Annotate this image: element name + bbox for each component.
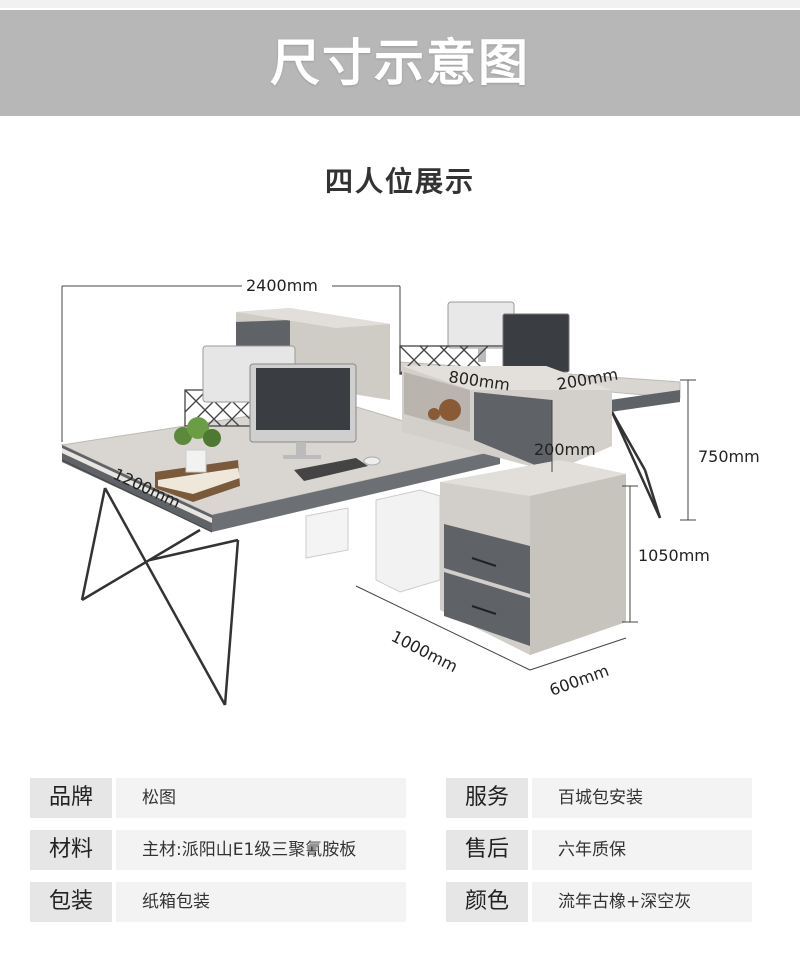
spec-key: 材料 (30, 830, 112, 870)
dim-2400: 2400mm (246, 276, 318, 295)
header-banner: 尺寸示意图 (0, 10, 800, 116)
dim-600: 600mm (547, 661, 611, 700)
spec-key: 售后 (446, 830, 528, 870)
spec-value: 六年质保 (532, 830, 752, 870)
plant-and-books (155, 417, 240, 502)
spec-value: 松图 (116, 778, 406, 818)
mouse (363, 456, 381, 466)
desk-illustration: 2400mm 800mm 200mm 200mm 750mm 1050mm 12… (60, 276, 760, 706)
spec-value: 百城包安装 (532, 778, 752, 818)
desk-legs-left (80, 487, 240, 706)
hutch-cabinet (402, 366, 612, 472)
dim-1000: 1000mm (388, 627, 461, 677)
spec-key: 服务 (446, 778, 528, 818)
monitor-back-right (447, 301, 515, 362)
dim-1050: 1050mm (638, 546, 710, 565)
top-line (0, 0, 800, 8)
spec-value: 纸箱包装 (116, 882, 406, 922)
monitor-front (202, 345, 357, 459)
spec-value: 主材:派阳山E1级三聚氰胺板 (116, 830, 406, 870)
keyboard (294, 458, 368, 481)
section-subtitle: 四人位展示 (324, 165, 475, 198)
pedestal-cabinet (440, 460, 626, 655)
dim-200-height: 200mm (534, 440, 596, 459)
page-title: 尺寸示意图 (270, 34, 530, 92)
dimension-lines (61, 285, 696, 671)
spec-key: 包装 (30, 882, 112, 922)
dim-750: 750mm (698, 447, 760, 466)
desk-legs-right (610, 411, 662, 519)
spec-key: 颜色 (446, 882, 528, 922)
monitor-right-front (502, 313, 570, 373)
spec-value: 流年古橡+深空灰 (532, 882, 752, 922)
spec-key: 品牌 (30, 778, 112, 818)
computer-tower (305, 489, 441, 593)
